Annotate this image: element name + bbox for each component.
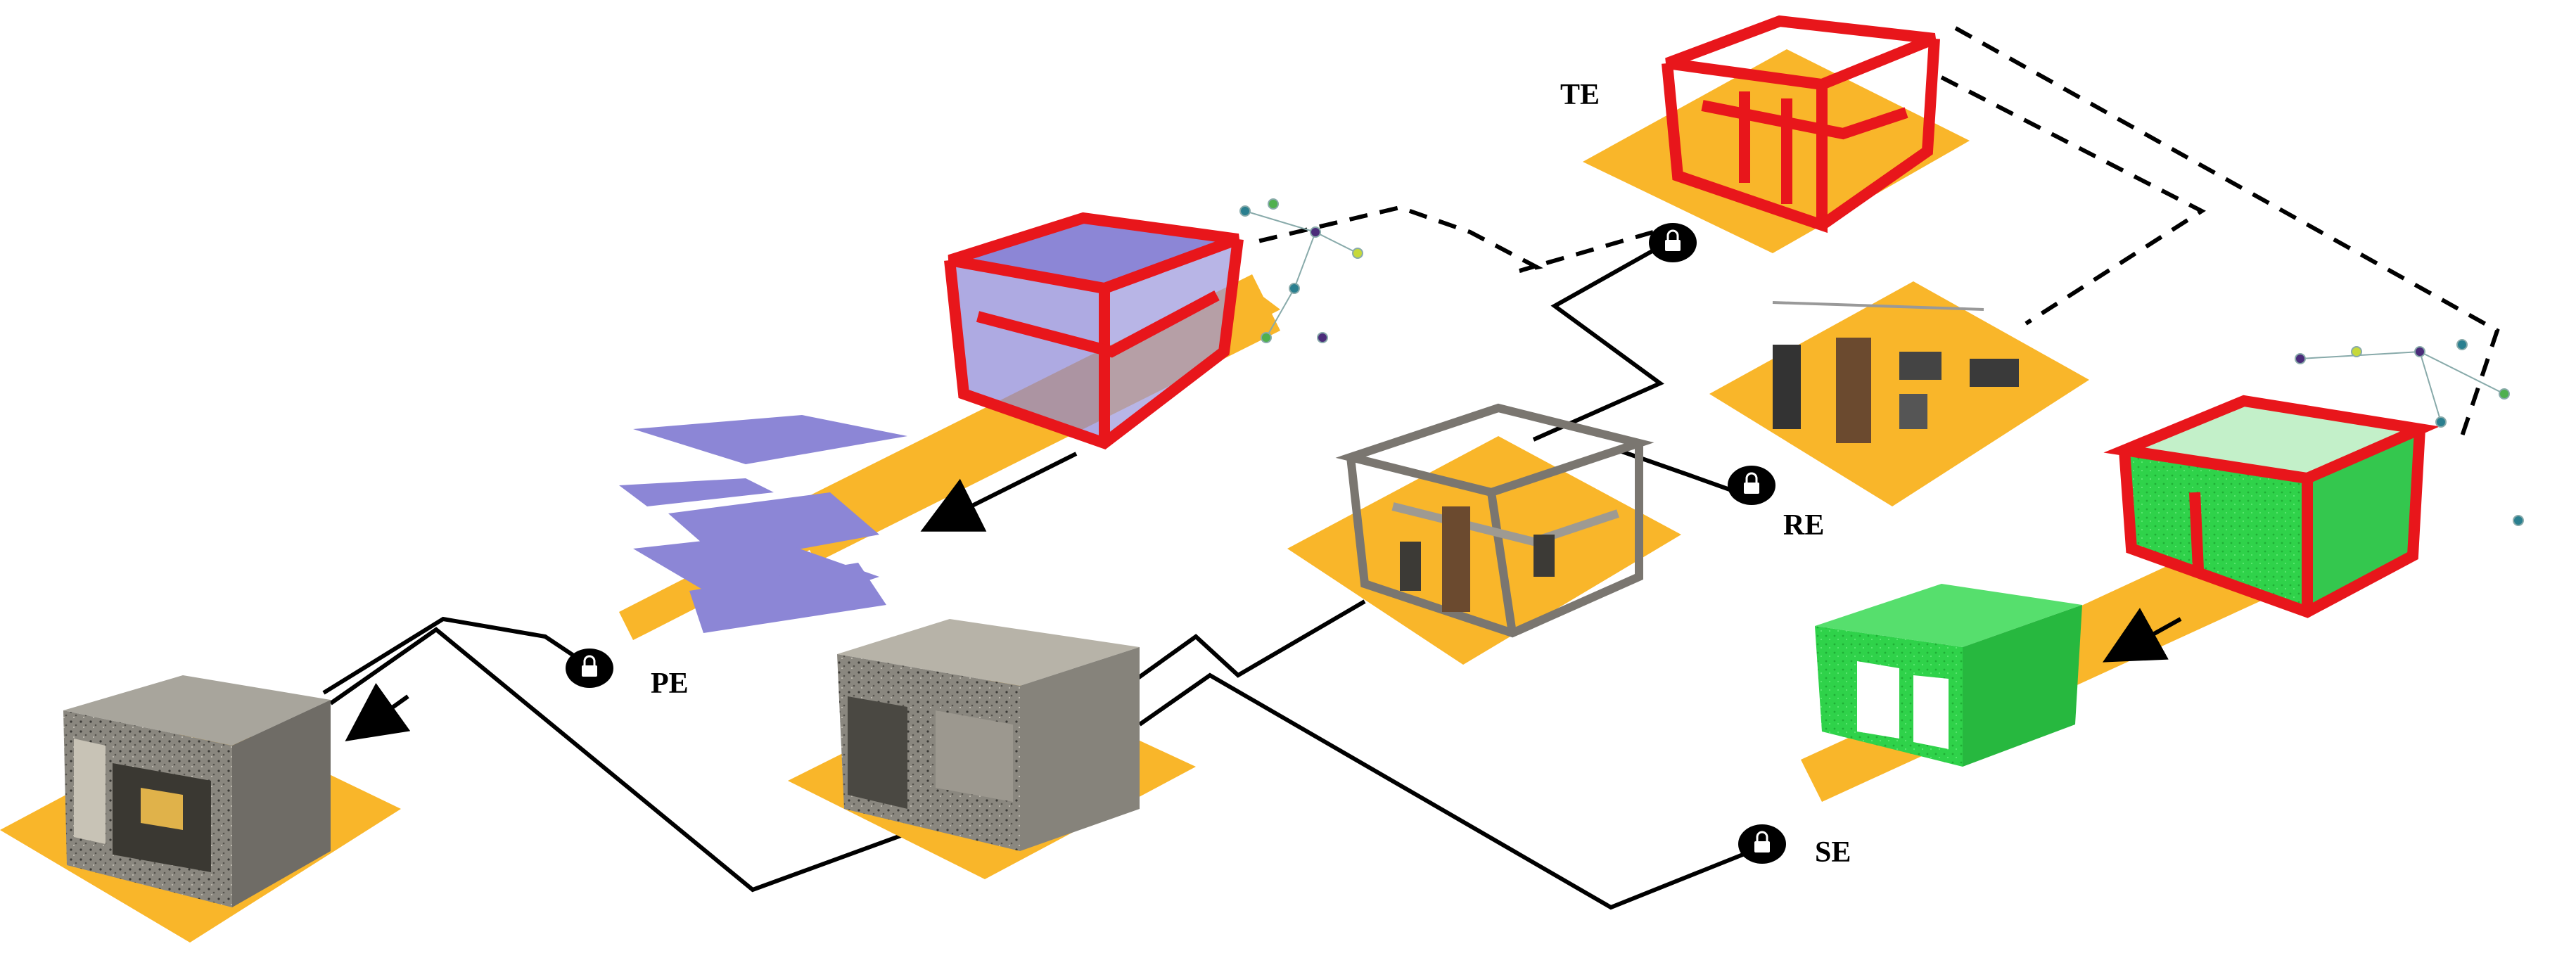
label-te: TE [1560,79,1600,111]
graph-pe [1239,198,1363,343]
dashed-line-te-to-re [1940,75,2207,326]
dashed-line-te-to-se [1954,26,2500,437]
lock-icon-pe [566,649,613,688]
plate-center [1287,436,1681,665]
dashed-line-te-to-pe [1251,205,1654,273]
lock-icon-se [1738,824,1786,864]
label-pe: PE [651,668,689,700]
plate-te [1583,49,1970,253]
planes-pe-exploded [619,415,907,633]
arrow-icon-final [345,682,411,741]
dashed-connectors [1251,26,2500,437]
line-center-to-te [1532,241,1669,442]
graph-se [2295,339,2524,526]
line-to-se [1138,672,1753,910]
room-se-red [2103,395,2440,618]
lock-icon-te [1649,223,1697,262]
lock-icon-re [1728,466,1775,505]
room-re [1772,301,2019,443]
room-te-red [1662,15,1940,234]
orange-plates [0,49,2406,943]
arrow-icon-se [2103,608,2182,663]
room-wireframe-center [1335,403,1654,638]
room-final-render [63,675,331,907]
room-se-green [1815,584,2082,767]
arrows [345,452,2182,741]
room-pe-red [944,212,1244,449]
arrow-icon-pe [920,452,1078,532]
room-mesh [837,619,1140,851]
line-pe-lock [322,616,589,695]
label-se: SE [1815,836,1851,869]
label-re: RE [1783,509,1824,542]
